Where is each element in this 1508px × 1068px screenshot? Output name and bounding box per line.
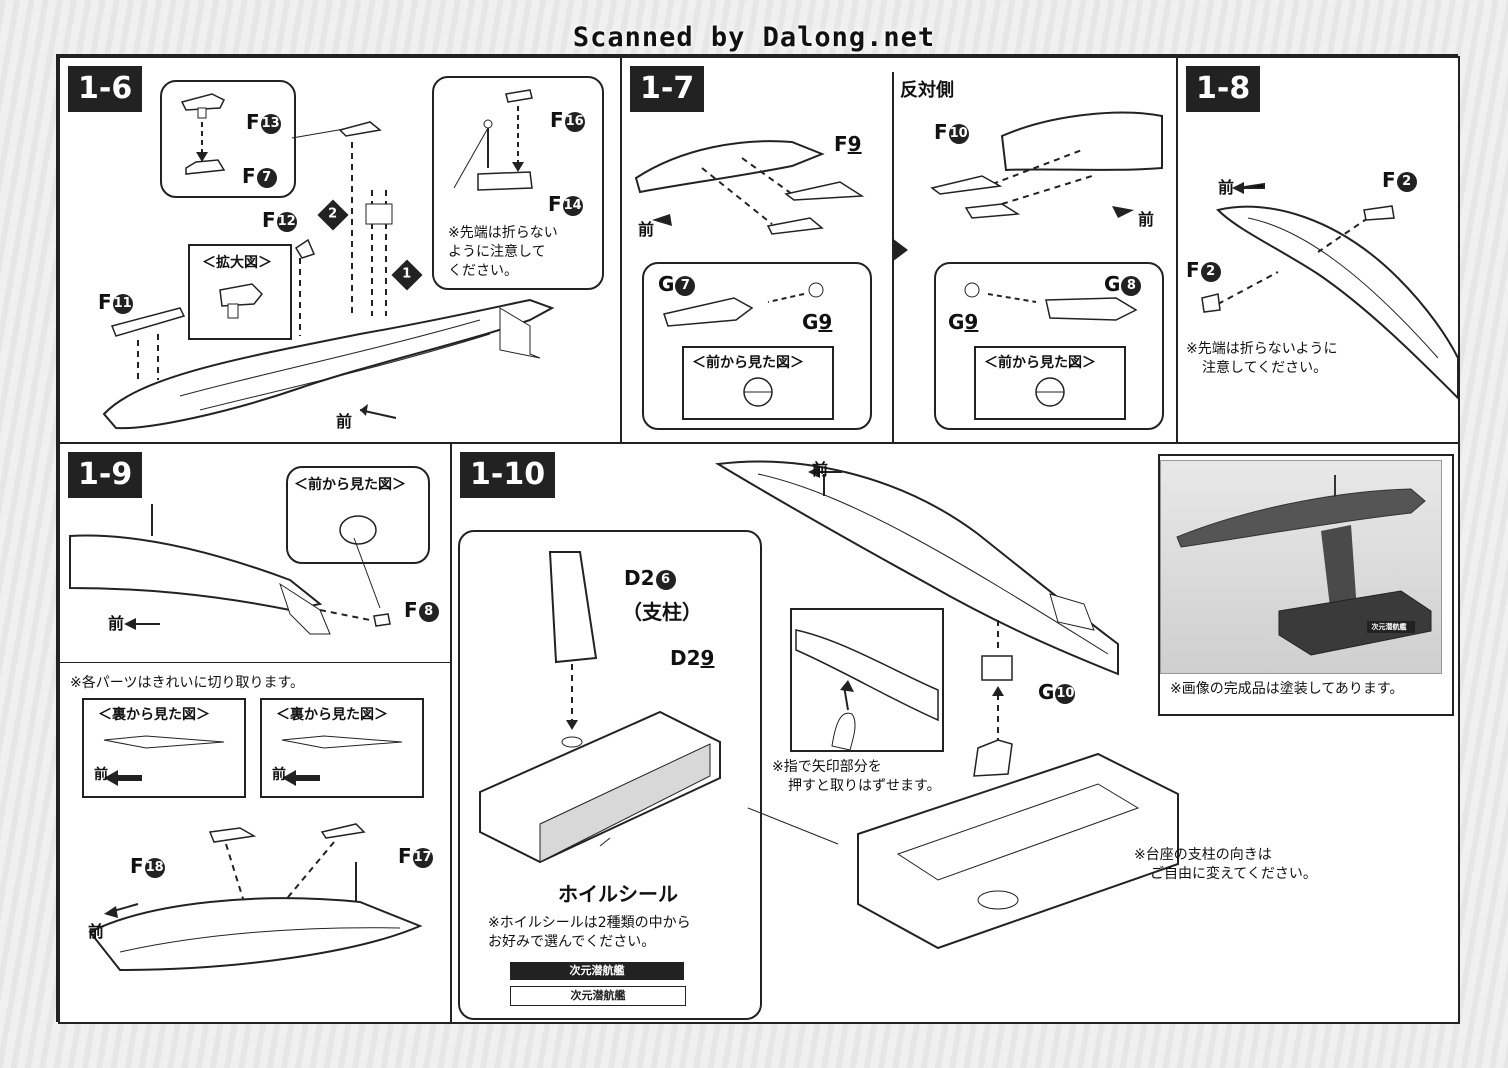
part-label-g9-right: G9 [948,310,979,334]
front-indicator: 前 [1218,178,1235,197]
front-indicator: 前 [108,614,125,633]
ship-stern-drawing-1-9 [69,504,391,635]
front-view-title: ＜前から見た図＞ [984,355,1096,371]
back-view-drawing [281,735,403,786]
finished-model-drawing [1176,475,1432,656]
strut-label: （支柱） [622,600,702,624]
step-number: 1-7 [630,66,705,112]
mast-parts-drawing [453,89,533,191]
ship-bow-drawing-1-8 [1201,182,1458,400]
tip-warning-note: ※先端は折らないように注意してください。 [1186,341,1338,376]
enlarged-part-drawing [219,283,264,319]
stand-direction-note: ※台座の支柱の向きはご自由に変えてください。 [1134,847,1317,882]
finished-model-photo: 次元潜航艦 [1160,460,1442,674]
gun-pod-drawings [634,111,1163,262]
section-divider [60,662,452,663]
tip-warning-note: ※先端は折らないように注意してください。 [448,225,558,279]
step-number: 1-10 [460,452,556,498]
back-view-box-right: ＜裏から見た図＞ 前 [260,698,424,798]
scan-watermark: Scanned by Dalong.net [572,22,936,53]
front-indicator: 前 [272,767,286,783]
front-indicator: 前 [812,460,829,479]
front-view-box: ＜前から見た図＞ [286,466,430,564]
front-indicator: 前 [94,767,108,783]
step-number: 1-9 [68,452,143,498]
ship-hull-drawing-1-9 [88,823,423,972]
step-number: 1-6 [68,66,143,112]
foil-seal-dark: 次元潜航艦 [510,962,684,980]
front-indicator: 前 [336,412,353,431]
foil-seal-light: 次元潜航艦 [510,986,686,1006]
stand-nameplate: 次元潜航艦 [1371,623,1407,631]
back-view-title: ＜裏から見た図＞ [276,707,388,723]
foil-seal-label: ホイルシール [558,882,678,906]
enlarged-view-box: ＜拡大図＞ [188,244,292,340]
cut-parts-note: ※各パーツはきれいに切り取ります。 [70,675,305,691]
foil-seal-note: ※ホイルシールは2種類の中からお好みで選んでください。 [488,915,691,950]
pod-g7-drawing [663,282,824,327]
antenna-parts-drawing [180,93,226,175]
step-number: 1-8 [1186,66,1261,112]
release-detail-box [790,608,944,752]
front-indicator-right: 前 [1138,210,1155,229]
ship-hull-drawing-1-6 [102,121,555,430]
front-view-title: ＜前から見た図＞ [692,355,804,371]
front-view-box-left: ＜前から見た図＞ [682,346,834,420]
front-view-drawing [743,377,773,407]
pod-g8-drawing [964,282,1138,321]
front-view-box-right: ＜前から見た図＞ [974,346,1126,420]
stand-assembly-drawing [479,551,721,864]
front-view-drawing [1035,377,1065,407]
part-label-g9-left: G9 [802,310,833,334]
front-view-drawing [339,515,377,545]
photo-note: ※画像の完成品は塗装してあります。 [1170,681,1404,697]
release-detail-drawing [795,629,939,751]
part-label-f9: F9 [834,132,862,156]
enlarged-view-title: ＜拡大図＞ [202,255,272,271]
final-assembly-drawing [714,460,1179,950]
back-view-title: ＜裏から見た図＞ [98,707,210,723]
back-view-drawing [103,735,225,786]
front-view-title: ＜前から見た図＞ [294,477,406,493]
opposite-side-label: 反対側 [900,80,954,101]
part-label-d29: D29 [670,646,715,670]
release-note: ※指で矢印部分を押すと取りはずせます。 [772,759,941,794]
front-indicator: 前 [88,922,105,941]
front-indicator-left: 前 [638,220,655,239]
back-view-box-left: ＜裏から見た図＞ 前 [82,698,246,798]
